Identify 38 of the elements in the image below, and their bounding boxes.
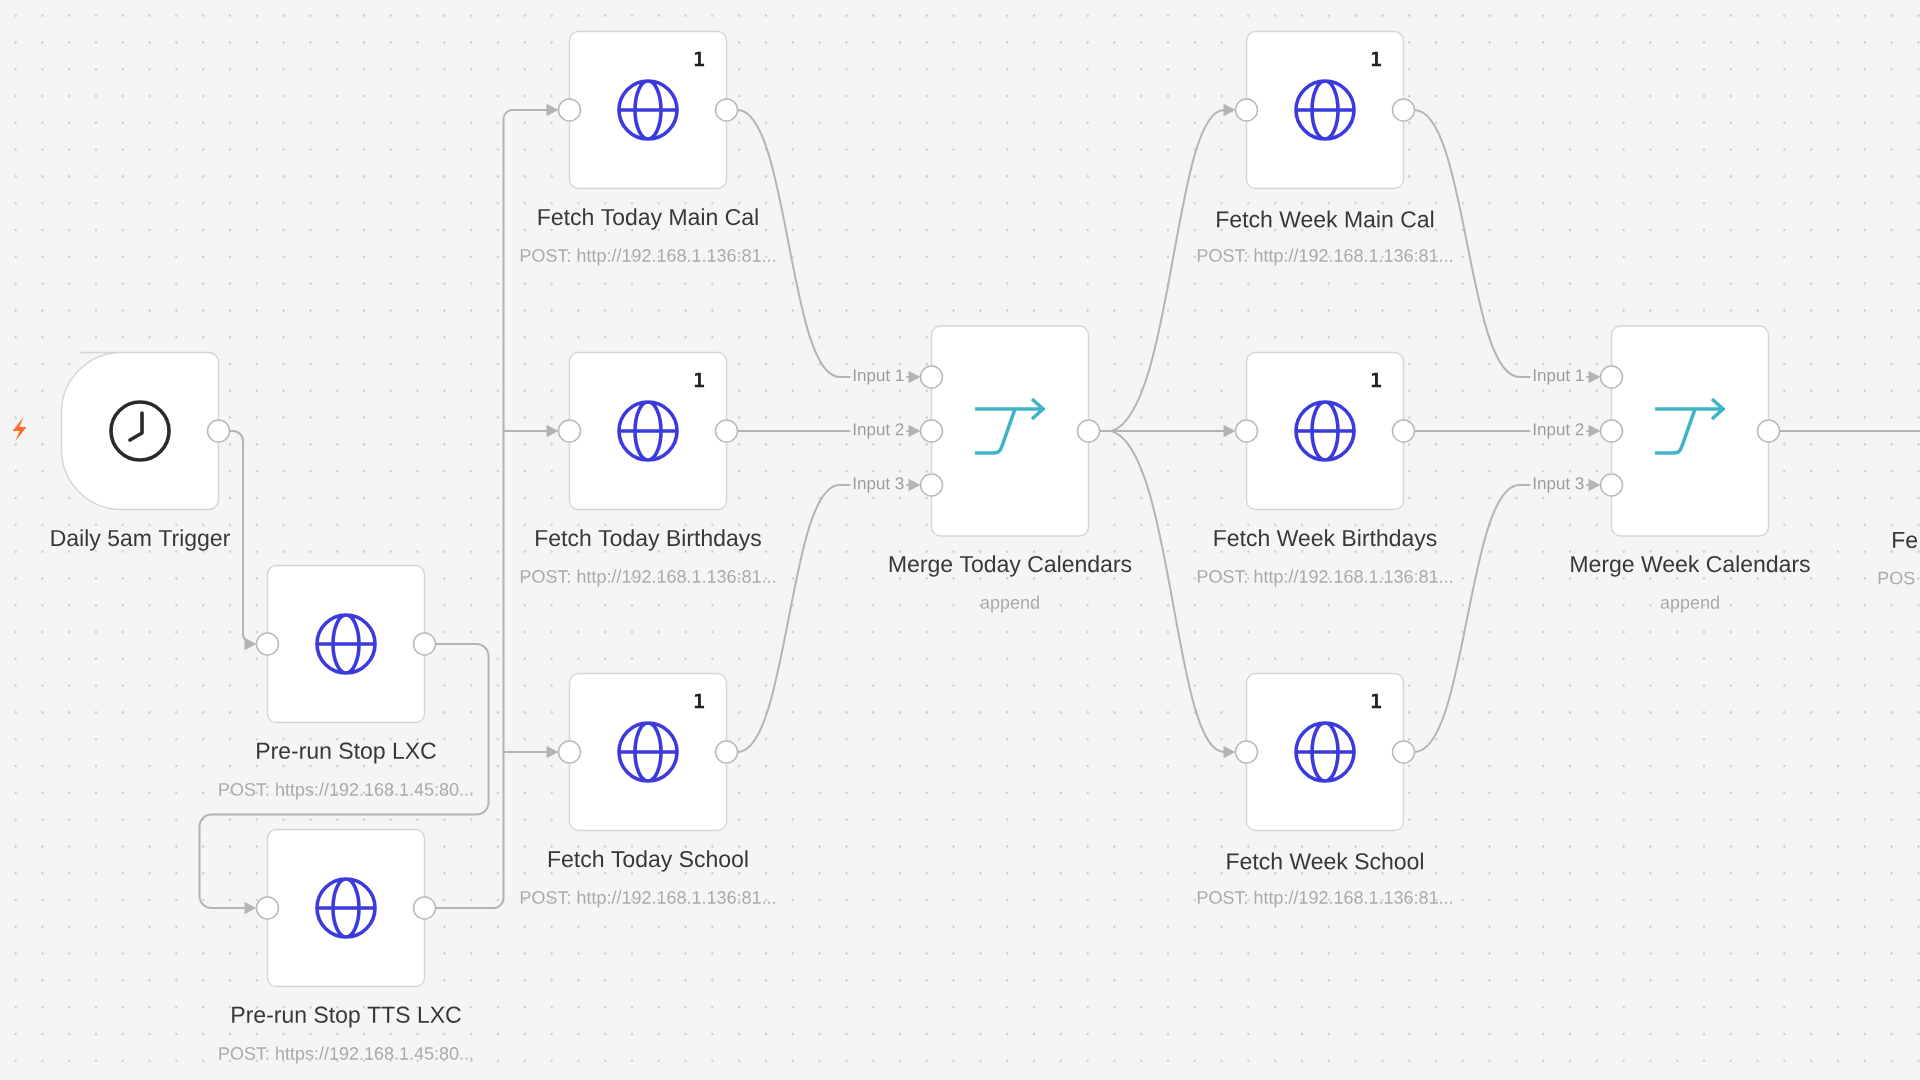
node-title: Daily 5am Trigger <box>51 529 230 551</box>
node-subtitle: POST: https://192.168.1.45:80... <box>219 782 473 800</box>
connector-line <box>1778 430 1920 432</box>
node-subtitle: append <box>980 595 1039 613</box>
node-title: Fetch Today Main Cal <box>538 208 758 230</box>
node-title: Merge Today Calendars <box>889 555 1132 577</box>
node-title: Pre-run Stop LXC <box>257 742 436 764</box>
edge-label: Input 1 <box>1530 367 1587 387</box>
node-title: Merge Week Calendars <box>1571 555 1810 577</box>
execution-count: 1 <box>1371 693 1382 709</box>
edge-label: Input 2 <box>850 421 907 441</box>
node-title: Fetch Week School <box>1227 852 1423 870</box>
node-title: Fetch Week Birthdays <box>1214 529 1437 551</box>
node-title: Fetch Today Birthdays <box>536 529 761 551</box>
node-subtitle: POST: http://192.168.1.136:81... <box>1197 890 1452 908</box>
execution-count: 1 <box>694 51 705 67</box>
execution-count: 1 <box>694 372 705 388</box>
edge-label: Input 3 <box>1530 475 1587 495</box>
node-subtitle: POST: http://192.168.1.136:81... <box>1197 569 1452 587</box>
node-subtitle: POST: http://192.168.1.136:81... <box>520 248 775 266</box>
execution-count: 1 <box>1371 372 1382 388</box>
node-title: Fe <box>1893 532 1918 549</box>
node-subtitle: POST: http://192.168.1.136:81... <box>1197 248 1452 266</box>
node-subtitle: POST: http://192.168.1.136:81... <box>520 569 775 587</box>
edge-label: Input 2 <box>1530 421 1587 441</box>
edge-label: Input 1 <box>850 367 907 387</box>
execution-count: 1 <box>694 693 705 709</box>
connector-line <box>1098 430 1113 432</box>
node-subtitle: POST: http://192.168.1.136:81... <box>520 890 775 908</box>
node-title: Fetch Today School <box>548 850 748 872</box>
node-subtitle: POS <box>1878 571 1915 585</box>
node-subtitle: POST: https://192.168.1.45:80... <box>219 1046 473 1064</box>
execution-count: 1 <box>1371 51 1382 67</box>
connector-line <box>434 119 505 909</box>
node-title: Pre-run Stop TTS LXC <box>232 1006 461 1028</box>
edge-label: Input 3 <box>850 475 907 495</box>
node-subtitle: append <box>1660 595 1719 613</box>
node-title: Fetch Week Main Cal <box>1217 210 1434 228</box>
